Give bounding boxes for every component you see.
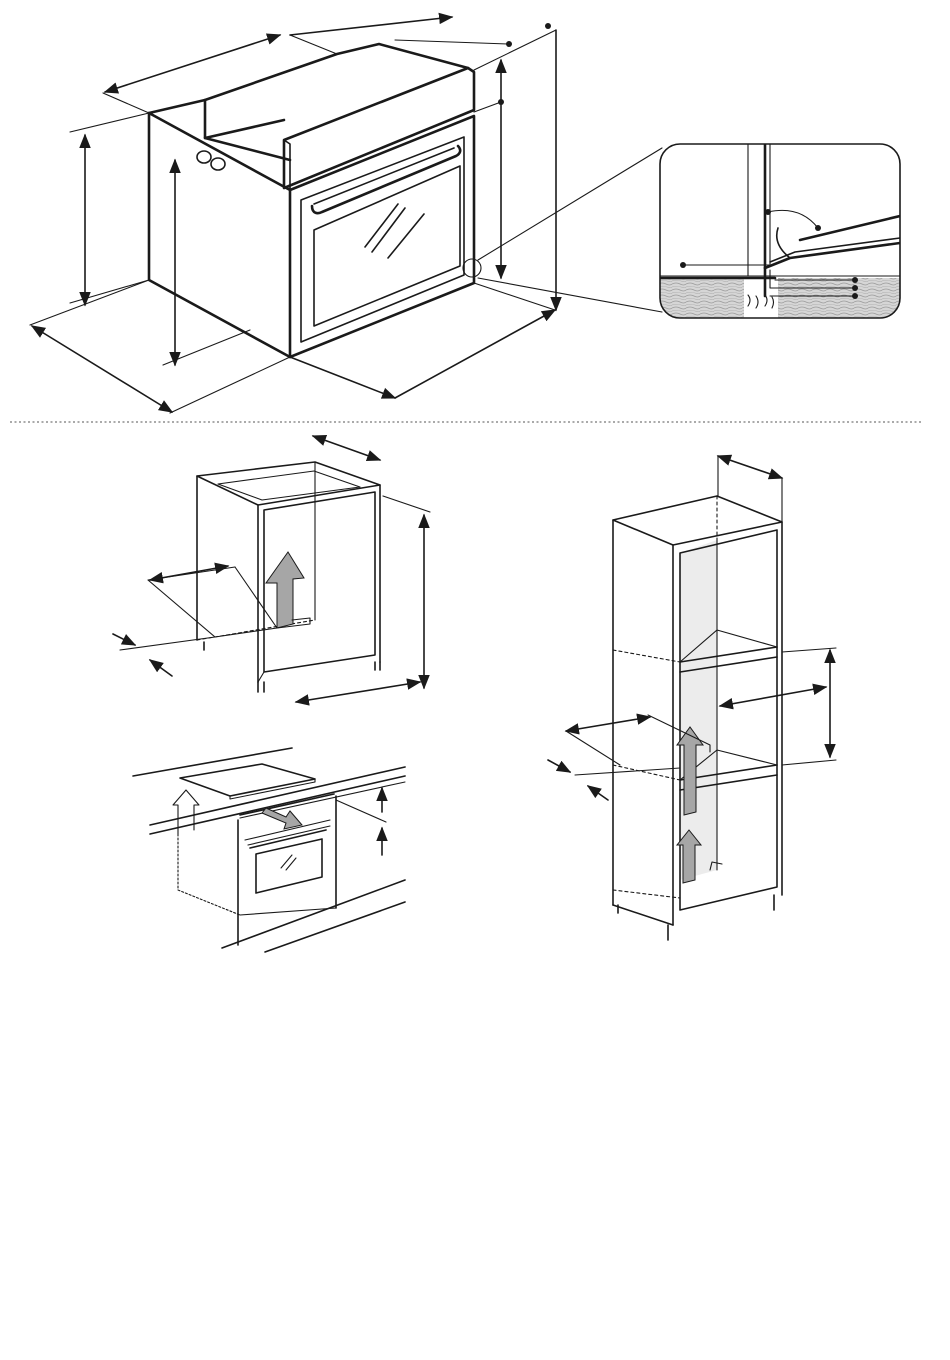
dim-ext-line — [566, 731, 620, 765]
dim-point — [498, 99, 504, 105]
glass-reflection-3 — [388, 214, 424, 258]
dim-vent-depth-2 — [150, 660, 172, 676]
oven-handle-small — [250, 830, 326, 848]
column-base — [613, 905, 673, 925]
floor-line-front — [265, 902, 405, 952]
oven-door — [290, 116, 474, 357]
oven-glass-reflection-small — [281, 855, 296, 870]
column-legs — [618, 895, 774, 940]
callout-dot — [680, 262, 686, 268]
dim-ext-line — [290, 35, 337, 54]
dim-cabinet-depth — [313, 436, 380, 460]
oven-door-frame — [301, 137, 464, 342]
oven-top-edge — [240, 794, 334, 815]
dim-ext-line — [782, 760, 836, 765]
oven-body — [149, 44, 481, 357]
dim-ext-line — [782, 648, 836, 652]
dim-vent-depth-1 — [113, 634, 135, 645]
worktop-front-edge-lower — [150, 776, 405, 834]
dim-ext-line — [70, 113, 149, 132]
cabinet-floor-line — [258, 672, 264, 682]
dim-vent-width — [150, 566, 228, 580]
dim-ext-line — [163, 330, 250, 365]
dim-depth-bottom — [32, 326, 172, 412]
dim-ext-line — [30, 280, 149, 325]
dim-ext-line — [103, 93, 149, 113]
dim-ext-line — [336, 800, 386, 822]
column-back-panel-shade — [680, 540, 717, 880]
dim-ext-line — [170, 357, 290, 413]
dim-column-vent-depth-1 — [548, 760, 570, 772]
oven-dimensions-figure — [30, 17, 662, 413]
detail-reference-circle — [463, 259, 481, 277]
oven-window — [314, 166, 460, 326]
hot-air-arrow — [262, 808, 302, 829]
dim-column-niche-width — [720, 687, 826, 706]
callout-dot — [852, 293, 858, 299]
side-vent-hole-1 — [197, 151, 211, 163]
dim-column-vent-width — [566, 717, 650, 731]
dim-point — [545, 23, 551, 29]
dim-ext-line — [395, 40, 508, 44]
callout-dot — [815, 225, 821, 231]
detail-magnifier-figure — [660, 144, 900, 318]
dim-column-depth — [718, 456, 782, 478]
dim-ext-line — [474, 283, 555, 310]
magnifier-leader-bottom — [478, 278, 662, 312]
dim-ext-line — [575, 768, 680, 775]
callout-dot — [765, 209, 771, 215]
dim-width-top — [290, 17, 452, 35]
oven-handle-top — [314, 148, 454, 204]
oven-top-panel — [205, 54, 337, 100]
column-top — [613, 496, 782, 545]
angle-arc — [768, 210, 818, 228]
oven-handle — [312, 146, 460, 213]
dim-ext-line — [474, 102, 501, 112]
column-hidden-lines — [613, 650, 680, 898]
magnifier-leader-top — [478, 148, 662, 260]
tall-column-cabinet-figure — [548, 456, 836, 940]
dim-ext-line — [70, 280, 149, 303]
dim-width-bottom-left — [290, 357, 395, 398]
oven-side-panel — [149, 113, 290, 357]
dim-cabinet-width — [296, 682, 420, 702]
callout-dot — [852, 277, 858, 283]
callout-dot — [852, 285, 858, 291]
dim-ext-line — [120, 637, 215, 650]
dim-width-bottom — [395, 310, 555, 398]
under-counter-cabinet-figure — [113, 436, 430, 702]
dim-ext-line — [383, 496, 430, 512]
worktop-installation-figure — [133, 748, 405, 952]
dim-ext-line — [474, 30, 556, 70]
dim-point — [506, 41, 512, 47]
airflow-arrow — [266, 552, 304, 628]
oven-dimension-lines — [30, 17, 556, 413]
wood-worktop — [660, 278, 900, 318]
dim-column-vent-depth-2 — [588, 786, 608, 800]
glass-reflection-2 — [372, 208, 405, 252]
hob-top — [180, 764, 315, 796]
oven-top-back-edge — [205, 44, 468, 100]
oven-top-inner-edge — [205, 120, 284, 138]
hidden-cabinet-outline — [178, 834, 240, 915]
door-curve — [777, 228, 790, 258]
side-vent-hole-2 — [211, 158, 225, 170]
